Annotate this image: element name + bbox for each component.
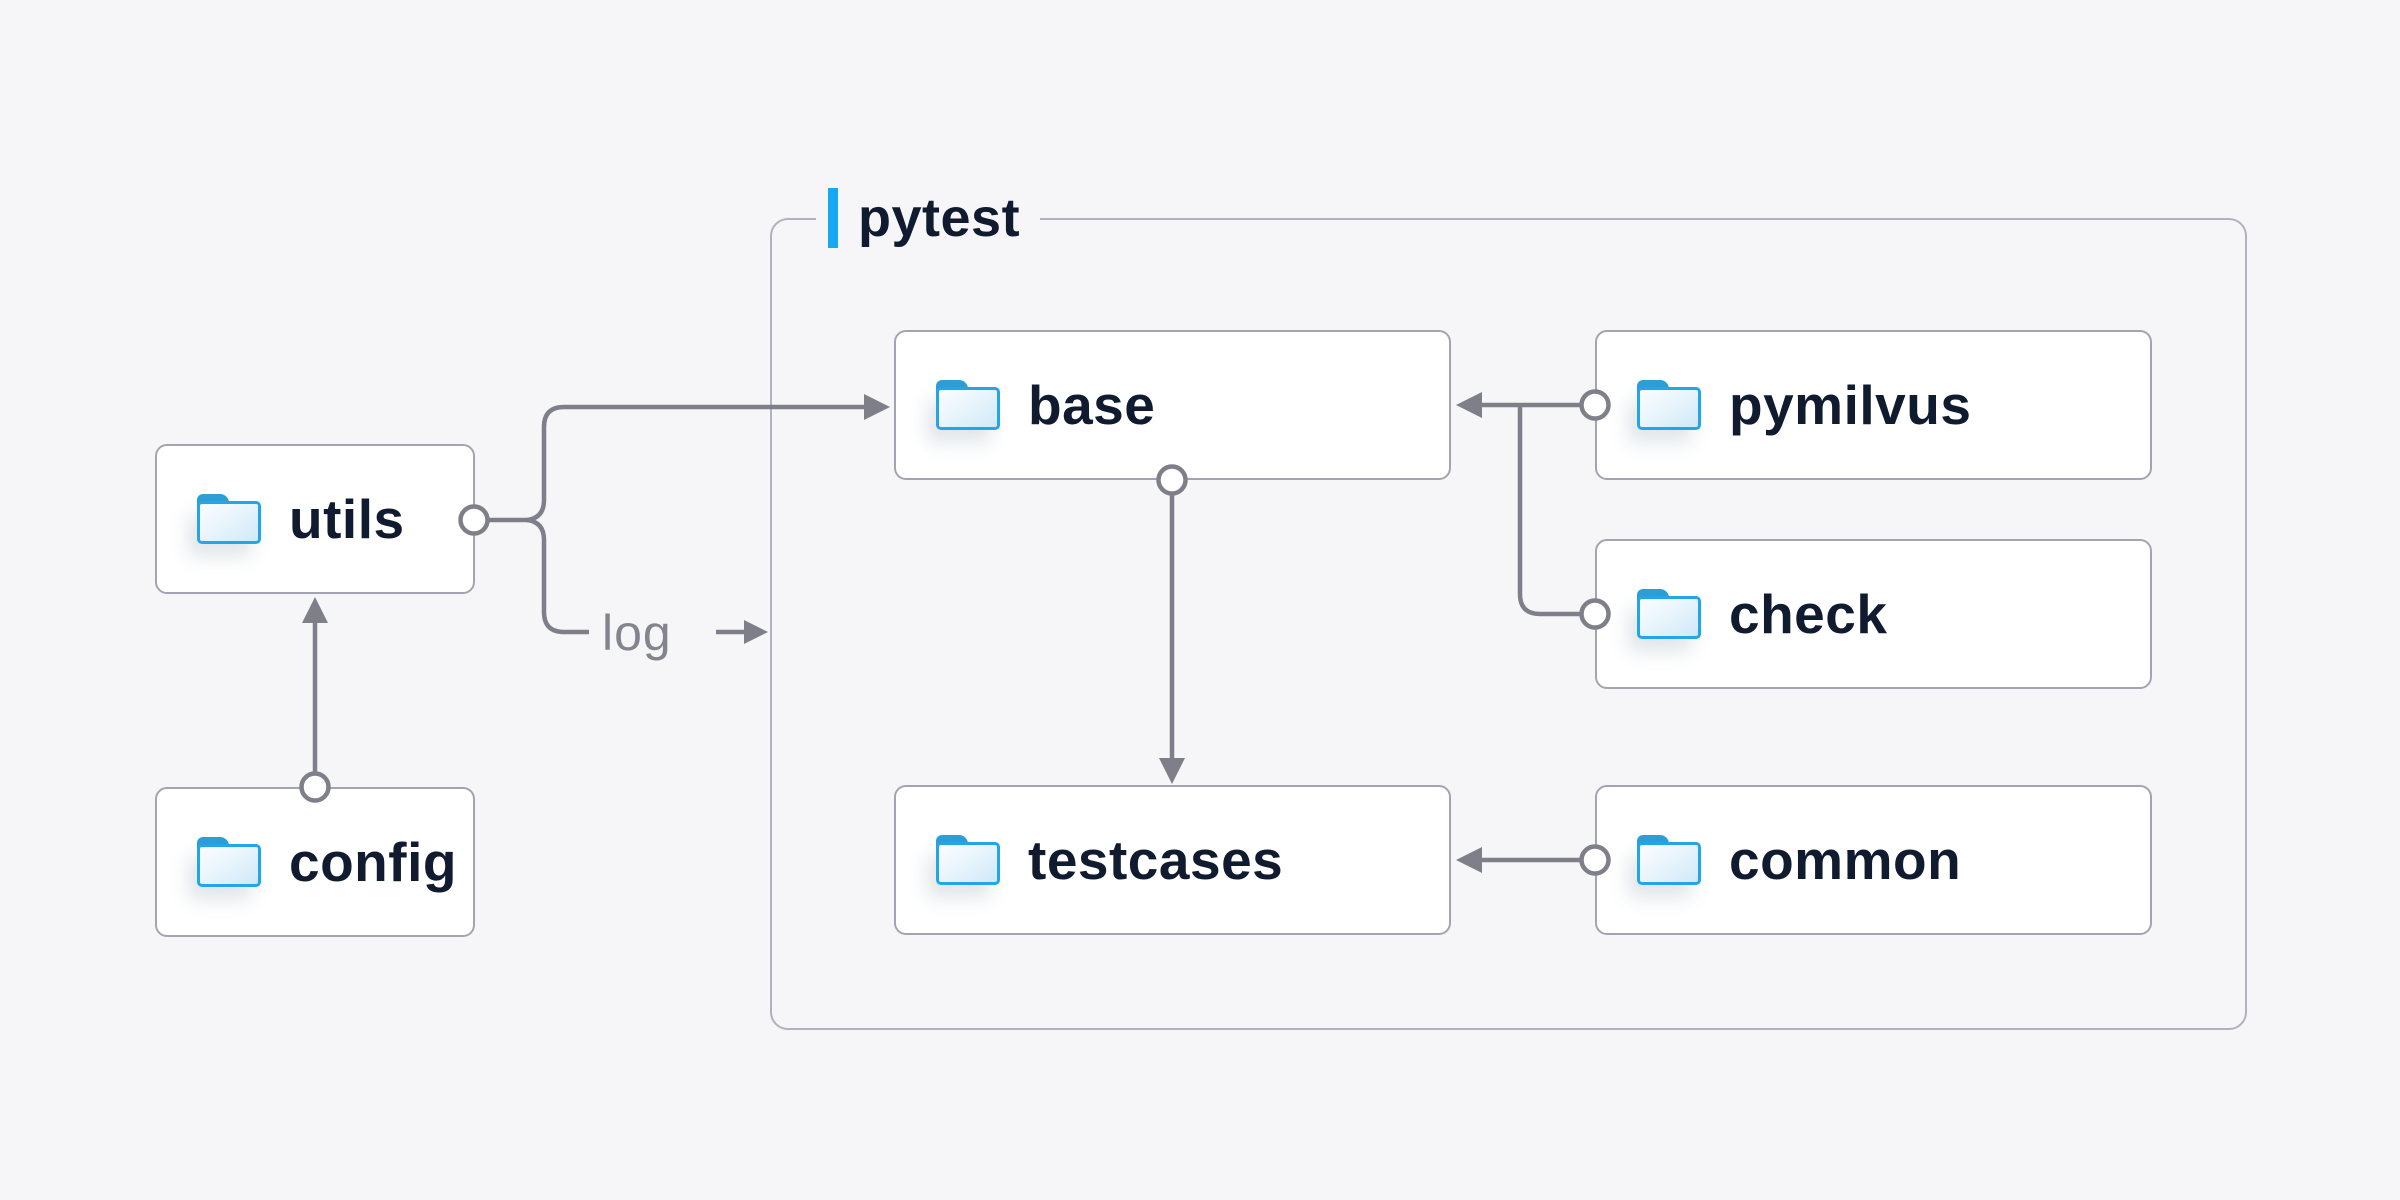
pytest-group-label: pytest [816, 186, 1041, 250]
log-edge-label: log [602, 605, 672, 661]
node-base: base [894, 330, 1451, 480]
edge-utils-to-log [526, 517, 589, 635]
node-testcases-label: testcases [1028, 829, 1284, 891]
node-check: check [1595, 539, 2152, 689]
folder-icon [1637, 835, 1701, 885]
node-config: config [155, 787, 475, 937]
node-check-label: check [1729, 583, 1888, 645]
node-base-label: base [1028, 374, 1156, 436]
blue-accent-bar-icon [828, 188, 838, 248]
node-pymilvus: pymilvus [1595, 330, 2152, 480]
arrowhead-log [744, 620, 768, 644]
node-common: common [1595, 785, 2152, 935]
folder-icon [197, 494, 261, 544]
folder-icon [936, 380, 1000, 430]
folder-icon [197, 837, 261, 887]
node-testcases: testcases [894, 785, 1451, 935]
folder-icon [1637, 380, 1701, 430]
node-pymilvus-label: pymilvus [1729, 374, 1972, 436]
node-utils: utils [155, 444, 475, 594]
arrowhead-into-utils [302, 597, 328, 623]
folder-icon [1637, 589, 1701, 639]
node-common-label: common [1729, 829, 1962, 891]
pytest-group-title: pytest [858, 188, 1021, 248]
pytest-group-box [770, 218, 2247, 1030]
node-utils-label: utils [289, 488, 405, 550]
node-config-label: config [289, 831, 457, 893]
folder-icon [936, 835, 1000, 885]
